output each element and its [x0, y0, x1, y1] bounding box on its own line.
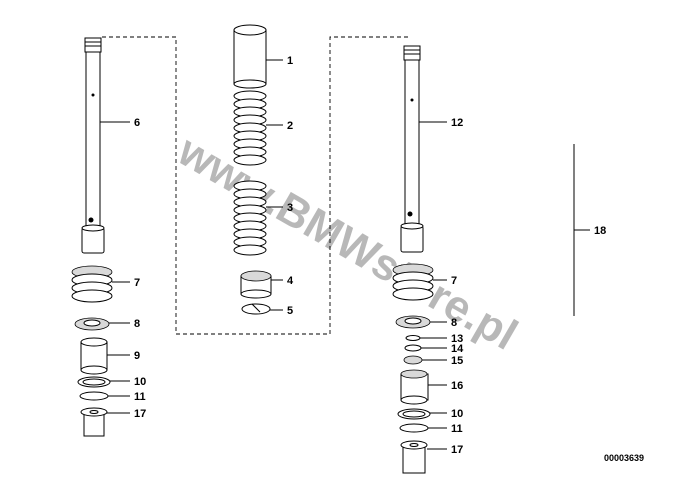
part-12-fork-tube-right — [400, 45, 424, 253]
callout-5: 5 — [287, 305, 293, 317]
callout-13: 13 — [451, 333, 463, 345]
callout-11-left: 11 — [134, 391, 146, 403]
part-14-washer — [404, 344, 422, 352]
callout-14: 14 — [451, 343, 464, 355]
part-1-sleeve — [233, 24, 267, 89]
part-7-spring-left — [71, 265, 113, 303]
callout-2: 2 — [287, 120, 293, 132]
assembly-bracket-18 — [573, 144, 590, 316]
callout-3: 3 — [287, 202, 293, 214]
callout-15: 15 — [451, 355, 463, 367]
callout-17-right: 17 — [451, 444, 463, 456]
part-2-spring-upper — [233, 90, 267, 166]
callout-6: 6 — [134, 117, 140, 129]
callout-10-left: 10 — [134, 376, 146, 388]
part-10-washer-left — [77, 376, 111, 388]
part-16-bushing-right — [400, 369, 429, 405]
callout-10-right: 10 — [451, 408, 463, 420]
callout-18: 18 — [594, 225, 606, 237]
callout-1: 1 — [287, 55, 293, 67]
part-17-damper-cap-left — [80, 407, 108, 437]
callout-12: 12 — [451, 117, 463, 129]
callout-7-right: 7 — [451, 275, 457, 287]
part-11-circlip-right — [399, 423, 429, 433]
callout-8-left: 8 — [134, 318, 140, 330]
part-7-spring-right — [392, 263, 434, 301]
callout-9: 9 — [134, 350, 140, 362]
callout-16: 16 — [451, 380, 463, 392]
callout-4: 4 — [287, 275, 294, 287]
part-10-washer-right — [397, 408, 431, 420]
callout-17-left: 17 — [134, 408, 146, 420]
part-13-ring — [405, 335, 421, 341]
watermark-text: www.BMWstore.pl — [169, 126, 525, 360]
part-15-nut — [403, 355, 423, 365]
part-8-spring-seat-left — [74, 317, 110, 331]
part-11-circlip-left — [79, 391, 109, 401]
part-17-damper-cap-right — [400, 440, 428, 474]
group-bracket-left — [102, 36, 410, 335]
part-4-spacer — [240, 270, 272, 299]
diagram-reference-number: 00003639 — [604, 453, 644, 463]
part-9-bushing-left — [80, 337, 108, 375]
part-5-circlip — [241, 303, 271, 315]
callout-7-left: 7 — [134, 277, 140, 289]
part-6-fork-tube-left — [81, 37, 105, 254]
part-8-spring-seat-right — [395, 315, 431, 329]
callout-11-right: 11 — [451, 423, 463, 435]
part-3-spring-lower — [233, 180, 267, 256]
callout-8-right: 8 — [451, 317, 457, 329]
